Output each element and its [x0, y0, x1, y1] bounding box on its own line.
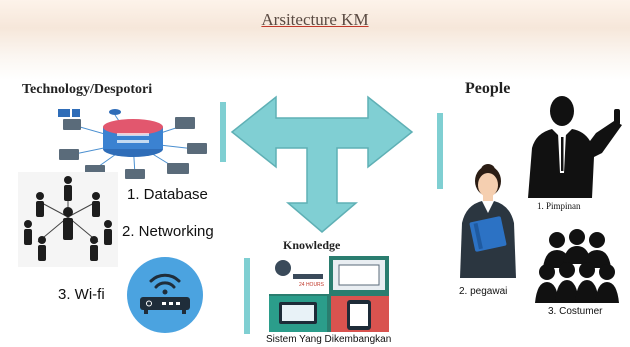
knowledge-heading: Knowledge: [283, 238, 341, 252]
customer-crowd-icon: [535, 229, 619, 303]
knowledge-screen-text: 24 HOURS: [299, 282, 325, 288]
wifi-label: 3. Wi-fi: [58, 286, 105, 303]
costumer-label: 3. Costumer: [548, 306, 603, 317]
leader-silhouette-icon: [528, 96, 622, 198]
divider-bar-knowledge: [244, 258, 250, 334]
technology-heading: Technology/Despotori: [22, 82, 153, 97]
database-label: 1. Database: [127, 186, 208, 203]
networking-label: 2. Networking: [122, 223, 214, 240]
networking-people-icon: [18, 172, 118, 267]
employee-woman-icon: [460, 164, 516, 278]
divider-bar-left: [220, 102, 226, 162]
page-title: Arsitecture KM: [261, 10, 369, 29]
pimpinan-label: 1. Pimpinan: [537, 201, 581, 211]
wifi-router-icon: [127, 257, 203, 333]
knowledge-caption: Sistem Yang Dikembangkan: [266, 334, 392, 345]
divider-bar-right: [437, 113, 443, 189]
header-band: [0, 0, 630, 80]
people-heading: People: [465, 80, 511, 97]
pegawai-label: 2. pegawai: [459, 286, 508, 297]
database-network-icon: [58, 109, 207, 179]
knowledge-system-image: 24 HOURS: [269, 256, 389, 332]
